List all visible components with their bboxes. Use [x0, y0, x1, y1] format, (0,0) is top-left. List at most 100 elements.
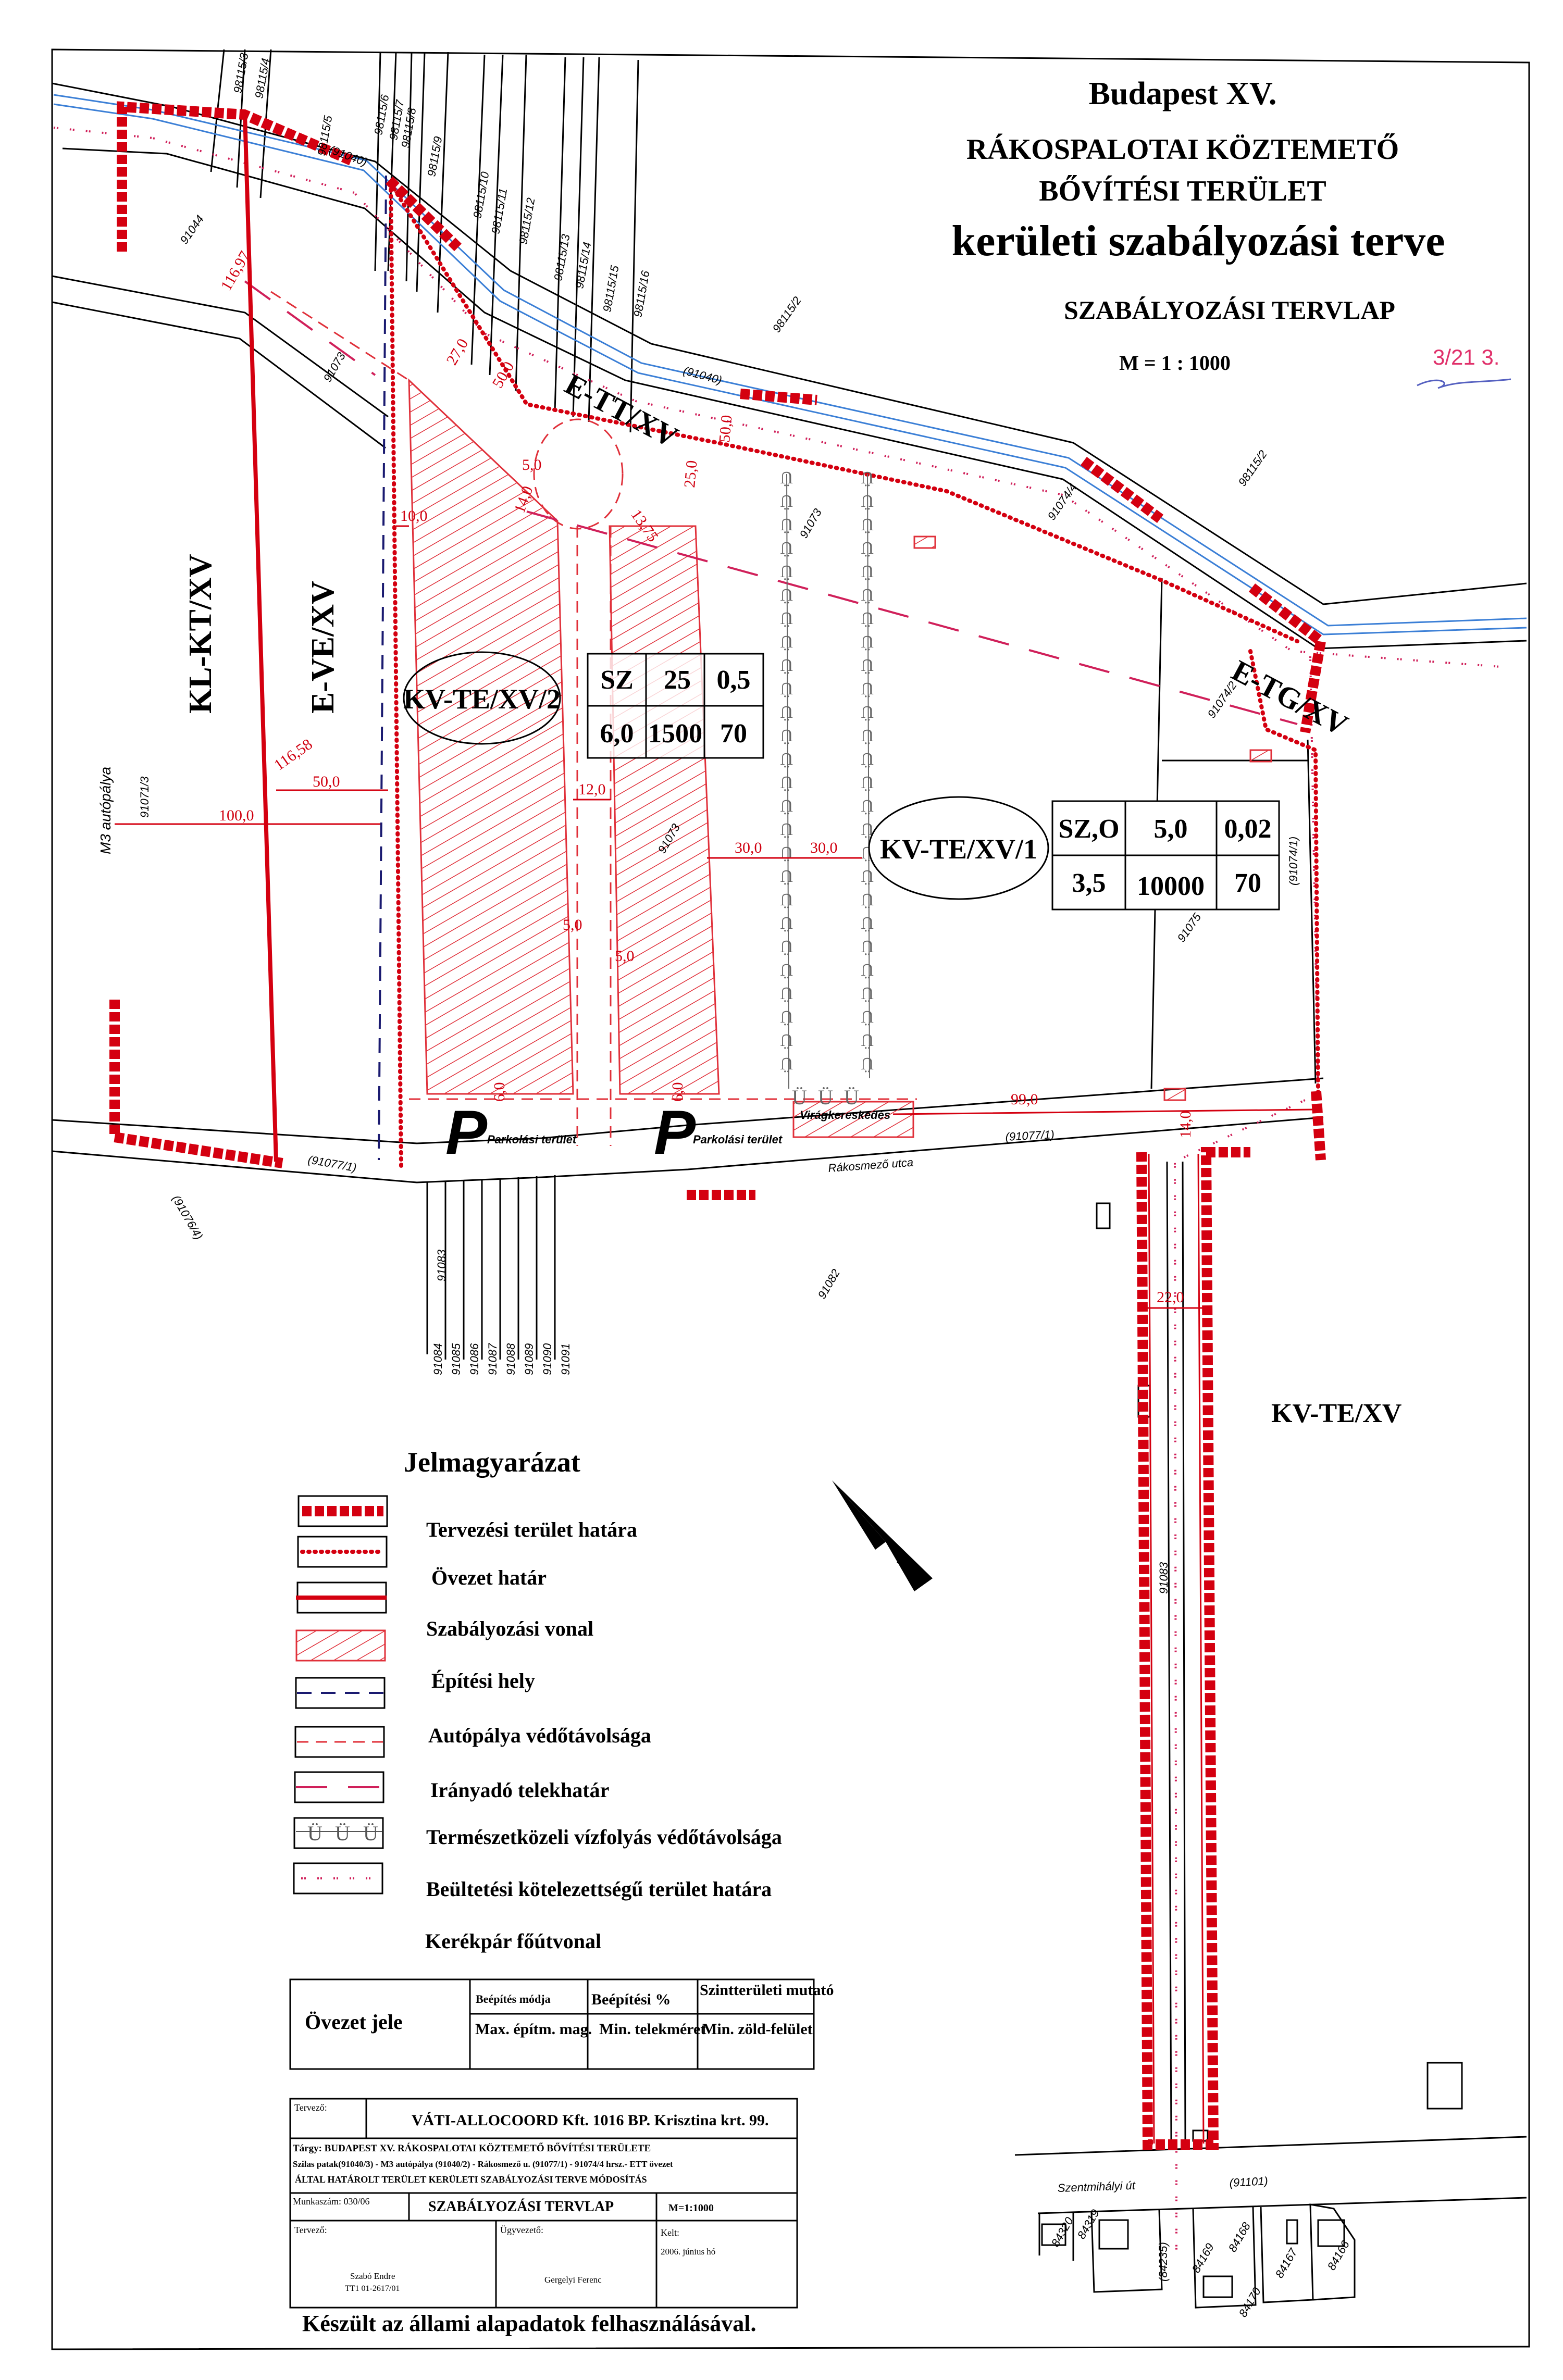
- planting-marker: Ü: [780, 772, 793, 792]
- parcel-number: 98115/12: [516, 197, 537, 245]
- parking-label: Parkolási terület: [693, 1133, 783, 1146]
- legend-label: Szabályozási vonal: [426, 1617, 593, 1640]
- company: VÁTI-ALLOCOORD Kft. 1016 BP. Krisztina k…: [412, 2112, 769, 2129]
- planting-marker: Ü: [861, 1007, 874, 1026]
- subject-line-3: ÁLTAL HATÁROLT TERÜLET KERÜLETI SZABÁLYO…: [295, 2174, 647, 2185]
- key-max-height: Max. építm. mag.: [475, 2021, 592, 2038]
- planting-marker: Ü: [861, 772, 874, 792]
- build-mode: SZ,O: [1058, 814, 1119, 844]
- parcel-number: 84166: [1325, 2238, 1353, 2272]
- parcel-number: 98115/9: [425, 135, 444, 178]
- dimension-label: 22,0: [1157, 1289, 1184, 1306]
- planting-symbol: Ü: [307, 1822, 322, 1845]
- dimension-label: 10,0: [400, 507, 428, 525]
- legend: Jelmagyarázat Tervezési terület határa Ö…: [289, 1447, 834, 2070]
- dimension-label: 50,0: [716, 414, 735, 443]
- planting-marker: Ü: [780, 1054, 793, 1073]
- building-area-small: [1163, 1088, 1186, 1101]
- subject-line-1: Tárgy: BUDAPEST XV. RÁKOSPALOTAI KÖZTEME…: [293, 2142, 651, 2154]
- parcel-number: 91091: [559, 1343, 572, 1375]
- parcel-number: 91088: [504, 1343, 517, 1375]
- parking-symbol: P: [654, 1098, 696, 1167]
- planting-marker: Ü: [780, 491, 793, 510]
- stream-bank-line: [53, 94, 1527, 627]
- planting-marker: Ü: [861, 1054, 874, 1073]
- waterway-buffer-line: [244, 280, 1298, 725]
- zone-name: KV-TE/XV/2: [403, 683, 561, 715]
- footer-note: Készült az állami alapadatok felhasználá…: [302, 2311, 756, 2336]
- title-block-top: Budapest XV. RÁKOSPALOTAI KÖZTEMETŐ BŐVÍ…: [951, 76, 1445, 375]
- planting-marker: Ü: [780, 632, 793, 651]
- key-build-mode: Beépítés módja: [476, 1992, 551, 2005]
- key-zone-code: Övezet jele: [305, 2010, 403, 2034]
- legend-label: Kerékpár főútvonal: [425, 1929, 601, 1953]
- planting-marker: Ü: [780, 608, 793, 628]
- planting-marker: Ü: [780, 983, 793, 1003]
- dimension-label: 25,0: [681, 459, 700, 488]
- dimension-label: 50,0: [313, 773, 340, 790]
- planting-obligation-boundary: ÜÜÜÜÜÜÜÜÜÜÜÜÜÜÜÜÜÜÜÜÜÜÜÜÜÜÜÜÜÜÜÜÜÜÜÜÜÜÜÜ…: [780, 468, 874, 1109]
- zone-tag-kv-te-xv-1: KV-TE/XV/1 SZ,O 5,0 0,02 3,5 10000 70: [868, 796, 1280, 911]
- regulation-line: [243, 114, 278, 1162]
- planting-marker: Ü: [861, 749, 874, 768]
- key-floor-ratio-text: Szintterületi mutató: [700, 1982, 834, 1999]
- planting-marker: Ü: [780, 655, 793, 675]
- planting-marker: Ü: [780, 702, 793, 721]
- north-arrow: É: [832, 1480, 933, 1591]
- parcel-number: (84235): [1157, 2242, 1170, 2282]
- date: 2006. június hó: [661, 2247, 715, 2257]
- title-block: Tervező: VÁTI-ALLOCOORD Kft. 1016 BP. Kr…: [289, 2098, 798, 2336]
- parcel-number: 98115/13: [551, 233, 572, 282]
- min-plot: 1500: [648, 719, 702, 749]
- zone-name: KV-TE/XV/1: [880, 833, 1037, 865]
- dimension-label: 12,0: [578, 781, 606, 798]
- min-plot: 10000: [1137, 871, 1205, 901]
- dimension-label: 5,0: [563, 916, 582, 933]
- parcel-number: 91087: [486, 1343, 499, 1375]
- subject-line-2: Szilas patak(91040/3) - M3 autópálya (91…: [293, 2159, 673, 2169]
- planting-marker: Ü: [780, 866, 793, 886]
- planting-marker: Ü: [861, 960, 874, 979]
- planting-marker: Ü: [861, 890, 874, 909]
- key-min-green: Min. zöld-felület: [702, 2021, 813, 2038]
- legend-label: Beültetési kötelezettségű terület határa: [426, 1877, 772, 1901]
- planting-marker: Ü: [861, 491, 874, 510]
- street-label-rakosmezo: Rákosmező utca: [828, 1156, 914, 1175]
- planting-marker: Ü: [861, 468, 874, 487]
- planting-marker: Ü: [780, 796, 793, 815]
- planting-marker: Ü: [844, 1086, 859, 1109]
- title-scale: M = 1 : 1000: [1119, 351, 1231, 375]
- sheet-border: [51, 48, 1530, 2350]
- build-pct: 5,0: [1154, 814, 1188, 844]
- legend-title: Jelmagyarázat: [404, 1447, 580, 1478]
- planting-boundary-line: [867, 473, 870, 1079]
- building-area: [609, 525, 720, 1095]
- sheet-scale: M=1:1000: [668, 2202, 714, 2214]
- planting-marker: Ü: [780, 726, 793, 745]
- parcel-number: 91090: [541, 1343, 554, 1375]
- dimension-label: 99,0: [1011, 1091, 1038, 1108]
- dimension-label: 116,58: [271, 736, 316, 774]
- legend-label: Természetközeli vízfolyás védőtávolsága: [426, 1825, 782, 1849]
- planting-boundary-line: [786, 473, 789, 1089]
- planting-symbol: Ü: [335, 1822, 350, 1845]
- legend-label: Irányadó telekhatár: [430, 1778, 609, 1802]
- planting-marker: Ü: [861, 538, 874, 557]
- zone-label-e-ve: E-VE/XV: [305, 581, 341, 714]
- guide-plot-boundary: [270, 291, 917, 1146]
- zone-label-e-tg: E-TG/XV: [1226, 653, 1354, 742]
- building-area-small: [913, 535, 936, 549]
- designer-label-2: Tervező:: [294, 2225, 327, 2235]
- dimension-lines: [115, 525, 1313, 1309]
- zone-label-kv-te: KV-TE/XV: [1271, 1399, 1401, 1428]
- planting-marker: Ü: [861, 866, 874, 886]
- dimension-label: 6,0: [669, 1082, 686, 1102]
- parcel-number: 98115/11: [489, 187, 510, 234]
- dimension-label: 27,0: [443, 336, 472, 368]
- parcel-number: 91084: [431, 1343, 444, 1375]
- parcel-number: (91101): [1229, 2174, 1268, 2189]
- zone-label-kl-kt: KL-KT/XV: [183, 554, 218, 714]
- parcel-number: 98115/2: [1236, 448, 1270, 489]
- parcel-number: 84167: [1273, 2246, 1300, 2280]
